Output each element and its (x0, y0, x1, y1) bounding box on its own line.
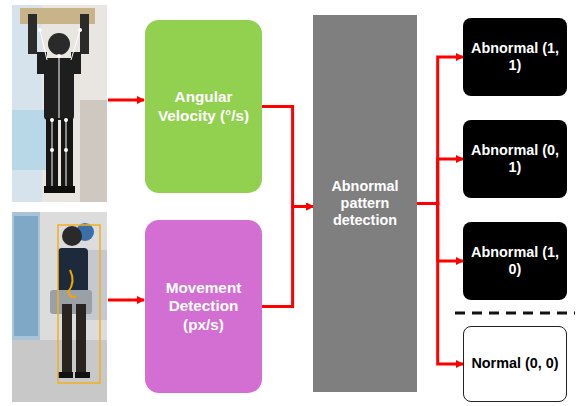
node-label: Abnormal (0, 1) (463, 142, 567, 177)
flow-arrow (417, 204, 463, 365)
measure-box: Movement Detection (px/s) (145, 220, 262, 393)
measure-box: Angular Velocity (°/s) (145, 20, 262, 193)
flow-arrow (417, 57, 463, 204)
photo-pose (12, 5, 107, 202)
result-box: Abnormal (1, 1) (463, 18, 567, 96)
node-label: Normal (0, 0) (465, 355, 564, 372)
input-arrow (108, 99, 144, 102)
node-label: Abnormal (1, 0) (463, 244, 567, 279)
result-box: Normal (0, 0) (463, 326, 567, 402)
node-label: Abnormal (1, 1) (463, 40, 567, 75)
node-label: Movement Detection (px/s) (145, 279, 262, 334)
node-label: Abnormal pattern detection (313, 178, 417, 230)
input-arrow (108, 299, 144, 302)
separator-dashed (455, 312, 575, 315)
flow-arrow (417, 204, 463, 262)
flow-arrow (417, 159, 463, 204)
result-box: Abnormal (1, 0) (463, 222, 567, 300)
flow-arrow (262, 107, 313, 207)
flow-arrow (262, 207, 313, 307)
process-box: Abnormal pattern detection (313, 15, 417, 392)
result-box: Abnormal (0, 1) (463, 120, 567, 198)
node-label: Angular Velocity (°/s) (145, 88, 262, 125)
photo-shopper (12, 212, 107, 402)
